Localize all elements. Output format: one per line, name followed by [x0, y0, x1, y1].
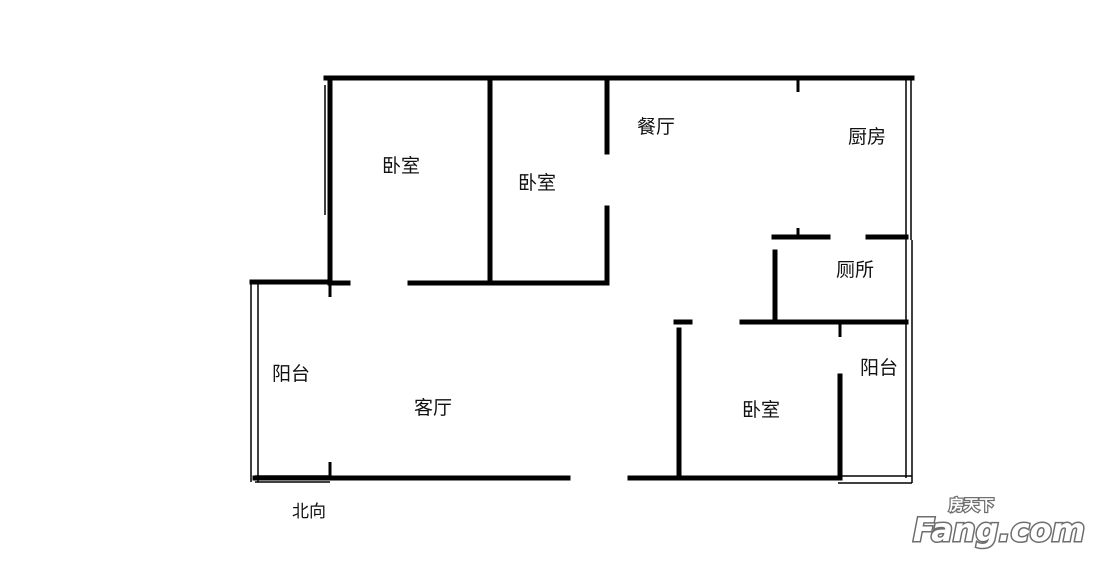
room-label-bedroom-3: 卧室	[742, 399, 780, 421]
room-label-bedroom-1: 卧室	[382, 155, 420, 177]
exterior-walls	[252, 75, 915, 481]
interior-walls	[327, 77, 909, 481]
room-label-balcony-west: 阳台	[272, 363, 310, 385]
room-label-living: 客厅	[414, 397, 452, 419]
svg-text:Fang.com: Fang.com	[913, 511, 1085, 549]
windows	[249, 80, 913, 484]
watermark-logo: 房天下 Fang.com	[912, 495, 1087, 551]
watermark: 房天下 Fang.com	[912, 495, 1087, 551]
room-label-toilet: 厕所	[836, 259, 874, 281]
orientation-label: 北向	[292, 502, 326, 522]
room-labels: 卧室 卧室 餐厅 厨房 厕所 阳台 客厅 卧室 阳台	[272, 116, 898, 421]
room-label-bedroom-2: 卧室	[518, 172, 556, 194]
room-label-balcony-east: 阳台	[860, 357, 898, 379]
room-label-dining: 餐厅	[637, 116, 675, 138]
room-label-kitchen: 厨房	[848, 126, 886, 148]
svg-text:房天下: 房天下	[949, 496, 994, 514]
